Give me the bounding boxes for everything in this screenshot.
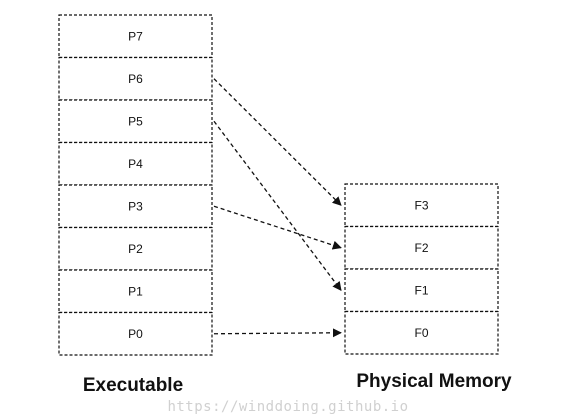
frame-label-f2: F2 bbox=[414, 241, 428, 255]
page-cell-p2: P2 bbox=[58, 226, 213, 271]
frame-box-f1 bbox=[344, 268, 499, 313]
page-box-p4 bbox=[58, 141, 213, 186]
executable-caption: Executable bbox=[83, 375, 183, 396]
page-box-p0 bbox=[58, 311, 213, 356]
page-cell-p1: P1 bbox=[58, 269, 213, 314]
page-box-p5 bbox=[58, 99, 213, 144]
page-box-p7 bbox=[58, 14, 213, 59]
frame-cell-f1: F1 bbox=[344, 268, 499, 313]
page-cell-p7: P7 bbox=[58, 14, 213, 59]
frame-cell-f3: F3 bbox=[344, 183, 499, 228]
frame-box-f0 bbox=[344, 310, 499, 355]
page-label-p0: P0 bbox=[128, 327, 143, 341]
arrow-p0-to-f0 bbox=[213, 328, 342, 338]
frame-label-f1: F1 bbox=[414, 283, 428, 297]
arrow-p3-to-f2 bbox=[213, 205, 342, 250]
arrow-p5-to-f1 bbox=[213, 120, 342, 291]
frame-box-f3 bbox=[344, 183, 499, 228]
frame-label-f0: F0 bbox=[414, 326, 428, 340]
page-label-p1: P1 bbox=[128, 284, 143, 298]
page-cell-p5: P5 bbox=[58, 99, 213, 144]
page-cell-p3: P3 bbox=[58, 184, 213, 229]
arrow-p6-to-f3 bbox=[213, 78, 342, 206]
page-box-p1 bbox=[58, 269, 213, 314]
frame-cell-f0: F0 bbox=[344, 310, 499, 355]
mapping-arrows bbox=[213, 78, 342, 338]
page-cell-p0: P0 bbox=[58, 311, 213, 356]
page-label-p4: P4 bbox=[128, 157, 143, 171]
watermark-text: https://winddoing.github.io bbox=[167, 399, 408, 415]
frame-label-f3: F3 bbox=[414, 198, 428, 212]
page-cell-p4: P4 bbox=[58, 141, 213, 186]
page-label-p5: P5 bbox=[128, 114, 143, 128]
page-box-p6 bbox=[58, 56, 213, 101]
page-label-p6: P6 bbox=[128, 72, 143, 86]
page-label-p7: P7 bbox=[128, 29, 143, 43]
page-label-p2: P2 bbox=[128, 242, 143, 256]
frame-cell-f2: F2 bbox=[344, 225, 499, 270]
physical-memory-caption: Physical Memory bbox=[356, 371, 512, 392]
page-label-p3: P3 bbox=[128, 199, 143, 213]
page-cell-p6: P6 bbox=[58, 56, 213, 101]
